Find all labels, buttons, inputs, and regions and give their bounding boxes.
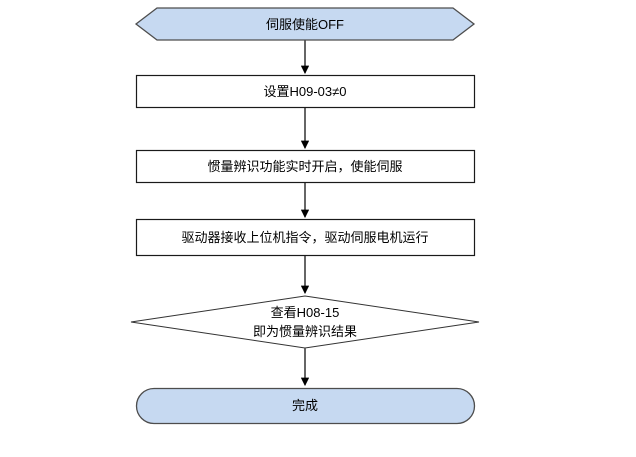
decision-check-shape (130, 295, 480, 349)
process-step2-shape (135, 149, 476, 184)
process-step1-shape (135, 74, 476, 109)
end-stadium-shape (135, 387, 476, 425)
process-step3-shape (135, 218, 476, 257)
start-hexagon-shape (134, 7, 476, 41)
